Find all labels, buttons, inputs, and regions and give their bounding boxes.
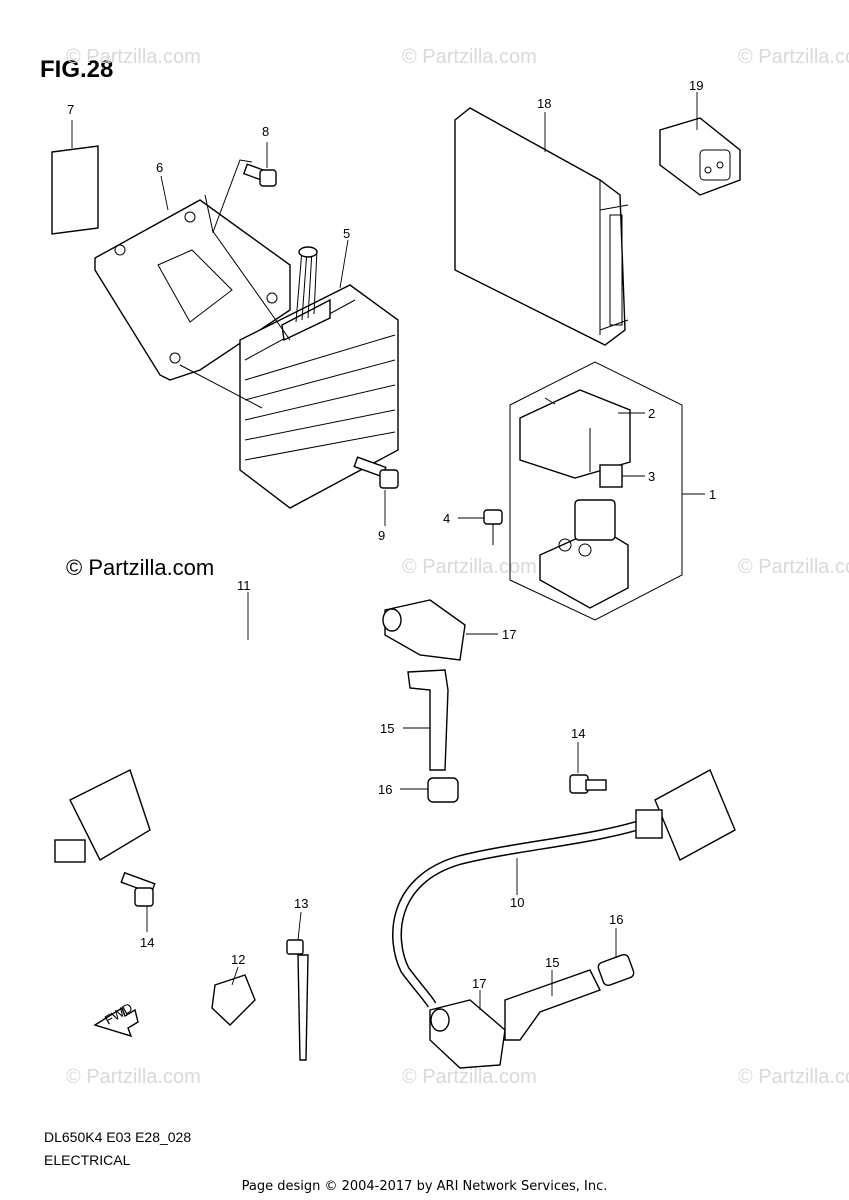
callout-1: 1 bbox=[709, 487, 716, 502]
part-13-cable-tie[interactable] bbox=[286, 939, 309, 1061]
watermark: © Partzilla.com bbox=[738, 46, 849, 68]
callout-14-left: 14 bbox=[140, 935, 154, 950]
callout-3: 3 bbox=[648, 469, 655, 484]
model-code: DL650K4 E03 E28_028 bbox=[44, 1129, 192, 1145]
callout-15-upper: 15 bbox=[380, 721, 394, 736]
part-1-starter-relay-assembly[interactable] bbox=[509, 361, 683, 621]
callout-13: 13 bbox=[294, 896, 308, 911]
part-16-seal-front[interactable] bbox=[427, 777, 459, 803]
part-11-ignition-coil-front[interactable] bbox=[54, 606, 380, 863]
part-3-fuse[interactable] bbox=[599, 464, 623, 488]
callout-14-right: 14 bbox=[571, 726, 585, 741]
callout-6: 6 bbox=[156, 160, 163, 175]
callout-16-lower: 16 bbox=[609, 912, 623, 927]
callout-11: 11 bbox=[237, 578, 251, 593]
watermark: © Partzilla.com bbox=[738, 556, 849, 578]
part-16-seal-rear[interactable] bbox=[597, 953, 635, 987]
watermark: © Partzilla.com bbox=[402, 1066, 537, 1088]
part-6-bracket[interactable] bbox=[94, 199, 291, 381]
watermark: © Partzilla.com bbox=[402, 556, 537, 578]
callout-5: 5 bbox=[343, 226, 350, 241]
callout-18: 18 bbox=[537, 96, 551, 111]
callout-10: 10 bbox=[510, 895, 524, 910]
watermark: © Partzilla.com bbox=[738, 1066, 849, 1088]
callout-2: 2 bbox=[648, 406, 655, 421]
page-credit: Page design © 2004-2017 by ARI Network S… bbox=[241, 1179, 608, 1194]
callout-8: 8 bbox=[262, 124, 269, 139]
callout-12: 12 bbox=[231, 952, 245, 967]
callout-7: 7 bbox=[67, 102, 74, 117]
watermark: © Partzilla.com bbox=[66, 1066, 201, 1088]
part-2-relay-cover[interactable] bbox=[519, 389, 631, 479]
callout-9: 9 bbox=[378, 528, 385, 543]
section-title: ELECTRICAL bbox=[44, 1152, 131, 1168]
starter-relay[interactable] bbox=[539, 499, 629, 609]
part-19-connector[interactable] bbox=[659, 117, 741, 196]
copyright-notice: © Partzilla.com bbox=[66, 555, 215, 580]
callout-17-upper: 17 bbox=[502, 627, 516, 642]
part-8-bolt[interactable] bbox=[242, 163, 277, 187]
part-14-bolt-right[interactable] bbox=[569, 774, 607, 794]
part-5-regulator-rectifier[interactable] bbox=[239, 246, 399, 509]
part-15-spark-plug-cap-front[interactable] bbox=[407, 669, 449, 771]
part-10-ignition-coil-rear[interactable] bbox=[392, 769, 736, 1008]
part-7-label-sheet[interactable] bbox=[51, 145, 99, 235]
part-17-plug-cap-rear[interactable] bbox=[429, 999, 506, 1069]
part-4-screw[interactable] bbox=[483, 509, 503, 545]
part-14-bolt-left[interactable] bbox=[120, 871, 156, 907]
fwd-arrow-icon: FWD bbox=[93, 1000, 139, 1038]
part-17-plug-cap-front[interactable] bbox=[382, 599, 466, 661]
part-9-bolt[interactable] bbox=[353, 456, 399, 489]
part-18-ecm[interactable] bbox=[454, 107, 629, 346]
part-15-spark-plug-cap-rear[interactable] bbox=[504, 969, 601, 1041]
callout-17-lower: 17 bbox=[472, 976, 486, 991]
callout-16-upper: 16 bbox=[378, 782, 392, 797]
watermark: © Partzilla.com bbox=[66, 46, 201, 68]
watermark: © Partzilla.com bbox=[402, 46, 537, 68]
callout-15-lower: 15 bbox=[545, 955, 559, 970]
callout-19: 19 bbox=[689, 78, 703, 93]
callout-4: 4 bbox=[443, 511, 450, 526]
figure-title: FIG.28 bbox=[40, 56, 114, 83]
part-12-clamp[interactable] bbox=[211, 974, 256, 1026]
